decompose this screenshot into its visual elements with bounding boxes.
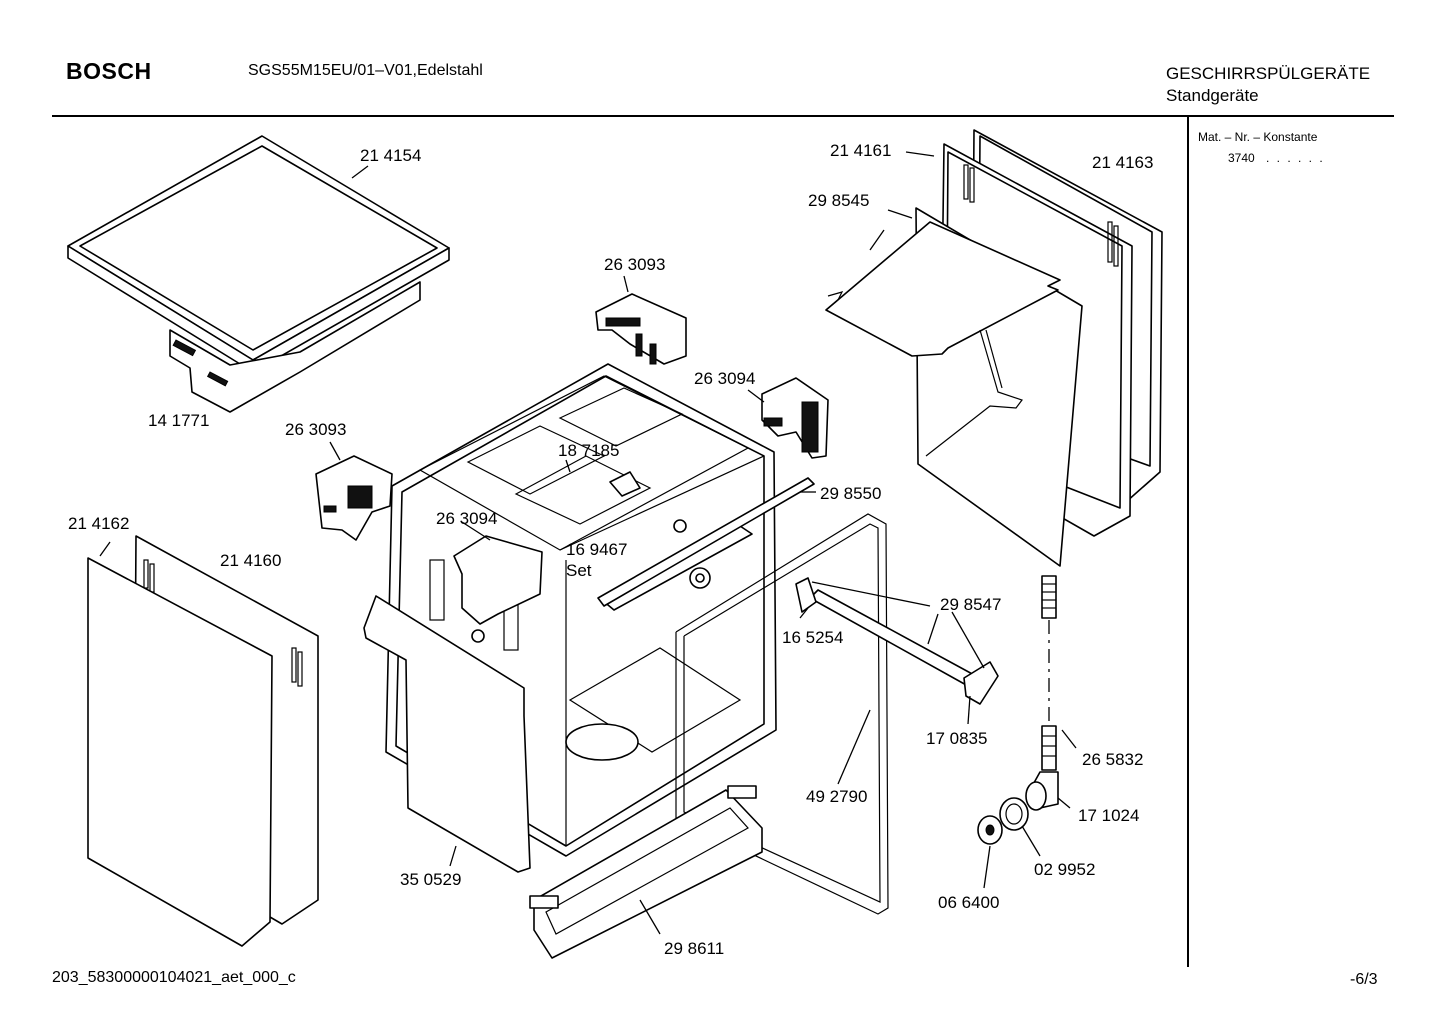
brand-logo: BOSCH bbox=[66, 58, 152, 84]
material-number-label: Mat. – Nr. – Konstante bbox=[1198, 130, 1318, 144]
label-298547[interactable]: 29 8547 bbox=[940, 595, 1001, 614]
label-263093-left[interactable]: 26 3093 bbox=[285, 420, 346, 439]
label-029952[interactable]: 02 9952 bbox=[1034, 860, 1095, 879]
label-214161[interactable]: 21 4161 bbox=[830, 141, 891, 160]
category-title: GESCHIRRSPÜLGERÄTE bbox=[1166, 64, 1371, 83]
worktop-part[interactable] bbox=[67, 135, 450, 413]
label-492790[interactable]: 49 2790 bbox=[806, 787, 867, 806]
label-171024[interactable]: 17 1024 bbox=[1078, 806, 1139, 825]
clip-263094-center[interactable] bbox=[453, 535, 543, 643]
side-panel-left-inner[interactable] bbox=[87, 557, 273, 947]
header-divider bbox=[52, 115, 1394, 117]
clip-263093-left[interactable] bbox=[315, 455, 393, 541]
side-panel-divider bbox=[1187, 117, 1189, 967]
rail-part[interactable] bbox=[597, 477, 815, 607]
label-066400[interactable]: 06 6400 bbox=[938, 893, 999, 912]
label-350529[interactable]: 35 0529 bbox=[400, 870, 461, 889]
connector-part[interactable] bbox=[1025, 771, 1059, 811]
tube-part[interactable] bbox=[795, 577, 999, 705]
insulation-plate-part[interactable] bbox=[825, 207, 1083, 567]
leader-lines bbox=[99, 151, 1077, 935]
label-263094-center[interactable]: 26 3094 bbox=[436, 509, 497, 528]
label-298550[interactable]: 29 8550 bbox=[820, 484, 881, 503]
clip-263093-top[interactable] bbox=[595, 293, 687, 365]
part-labels: 21 4154 14 1771 26 3093 26 3094 26 3093 … bbox=[68, 141, 1153, 958]
model-title: SGS55M15EU/01–V01,Edelstahl bbox=[248, 62, 483, 79]
label-214163[interactable]: 21 4163 bbox=[1092, 153, 1153, 172]
label-263093-top[interactable]: 26 3093 bbox=[604, 255, 665, 274]
label-298545[interactable]: 29 8545 bbox=[808, 191, 869, 210]
label-214154[interactable]: 21 4154 bbox=[360, 146, 421, 165]
base-rail-part[interactable] bbox=[529, 785, 763, 959]
label-265832[interactable]: 26 5832 bbox=[1082, 750, 1143, 769]
label-165254[interactable]: 16 5254 bbox=[782, 628, 843, 647]
label-set[interactable]: Set bbox=[566, 561, 592, 580]
label-169467[interactable]: 16 9467 bbox=[566, 540, 627, 559]
label-214160[interactable]: 21 4160 bbox=[220, 551, 281, 570]
hose-part[interactable] bbox=[1041, 575, 1057, 771]
label-214162[interactable]: 21 4162 bbox=[68, 514, 129, 533]
label-141771[interactable]: 14 1771 bbox=[148, 411, 209, 430]
subcategory-title: Standgeräte bbox=[1166, 86, 1259, 105]
drawing-id: 203_58300000104021_aet_000_c bbox=[52, 969, 296, 986]
label-170835[interactable]: 17 0835 bbox=[926, 729, 987, 748]
handle-part[interactable] bbox=[609, 471, 641, 497]
label-263094-right[interactable]: 26 3094 bbox=[694, 369, 755, 388]
nut-part[interactable] bbox=[999, 797, 1029, 831]
kick-panel-part[interactable] bbox=[363, 595, 531, 873]
label-298611[interactable]: 29 8611 bbox=[664, 939, 724, 958]
material-number-value: 3740 bbox=[1228, 151, 1255, 165]
material-number-dots: . . . . . . bbox=[1266, 151, 1325, 165]
seal-ring-part[interactable] bbox=[977, 815, 1003, 845]
clip-263094-right[interactable] bbox=[761, 377, 829, 459]
page-number: -6/3 bbox=[1350, 971, 1378, 988]
label-187185[interactable]: 18 7185 bbox=[558, 441, 619, 460]
